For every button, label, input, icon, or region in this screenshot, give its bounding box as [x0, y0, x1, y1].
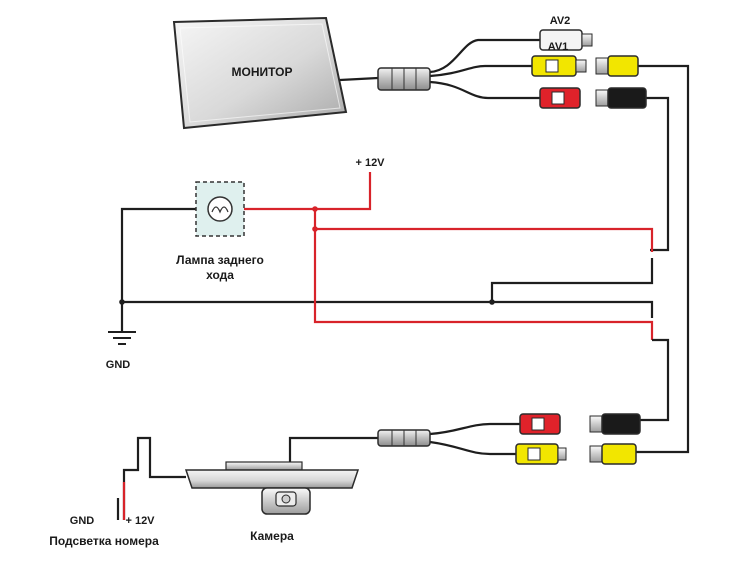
bulb-icon	[207, 196, 233, 222]
plus12v-bottom-label: + 12V	[125, 515, 155, 527]
monitor-label: МОНИТОР	[232, 65, 293, 79]
monitor-multi-plug	[377, 67, 431, 91]
camera-black-plug	[589, 413, 641, 435]
ground-symbol	[108, 331, 136, 345]
plate-light-label: Подсветка номера	[49, 534, 159, 548]
camera-yellow-rca	[515, 443, 567, 465]
lamp-label-line2: хода	[206, 268, 234, 282]
camera-multi-plug	[377, 429, 431, 447]
camera-yellow-plug	[589, 443, 637, 465]
lamp-label-line1: Лампа заднего	[176, 253, 264, 267]
camera-unit	[184, 461, 360, 515]
av1-label: AV1	[548, 41, 569, 53]
wires	[116, 38, 690, 520]
av1-connector: AV1	[531, 41, 587, 77]
av1-yellow-male-plug	[595, 55, 639, 77]
junction-dots	[119, 206, 495, 305]
gnd-bottom-label: GND	[70, 515, 95, 527]
reverse-lamp	[195, 181, 245, 237]
monitor-black-plug	[595, 87, 647, 109]
monitor-red-rca	[539, 87, 581, 109]
monitor: МОНИТОР	[172, 16, 348, 130]
plus12v-top-label: + 12V	[355, 157, 385, 169]
av2-connector: AV2	[539, 15, 593, 51]
camera-label: Камера	[250, 529, 294, 543]
av2-label: AV2	[550, 15, 571, 27]
gnd-left-label: GND	[106, 359, 131, 371]
camera-red-rca	[519, 413, 561, 435]
